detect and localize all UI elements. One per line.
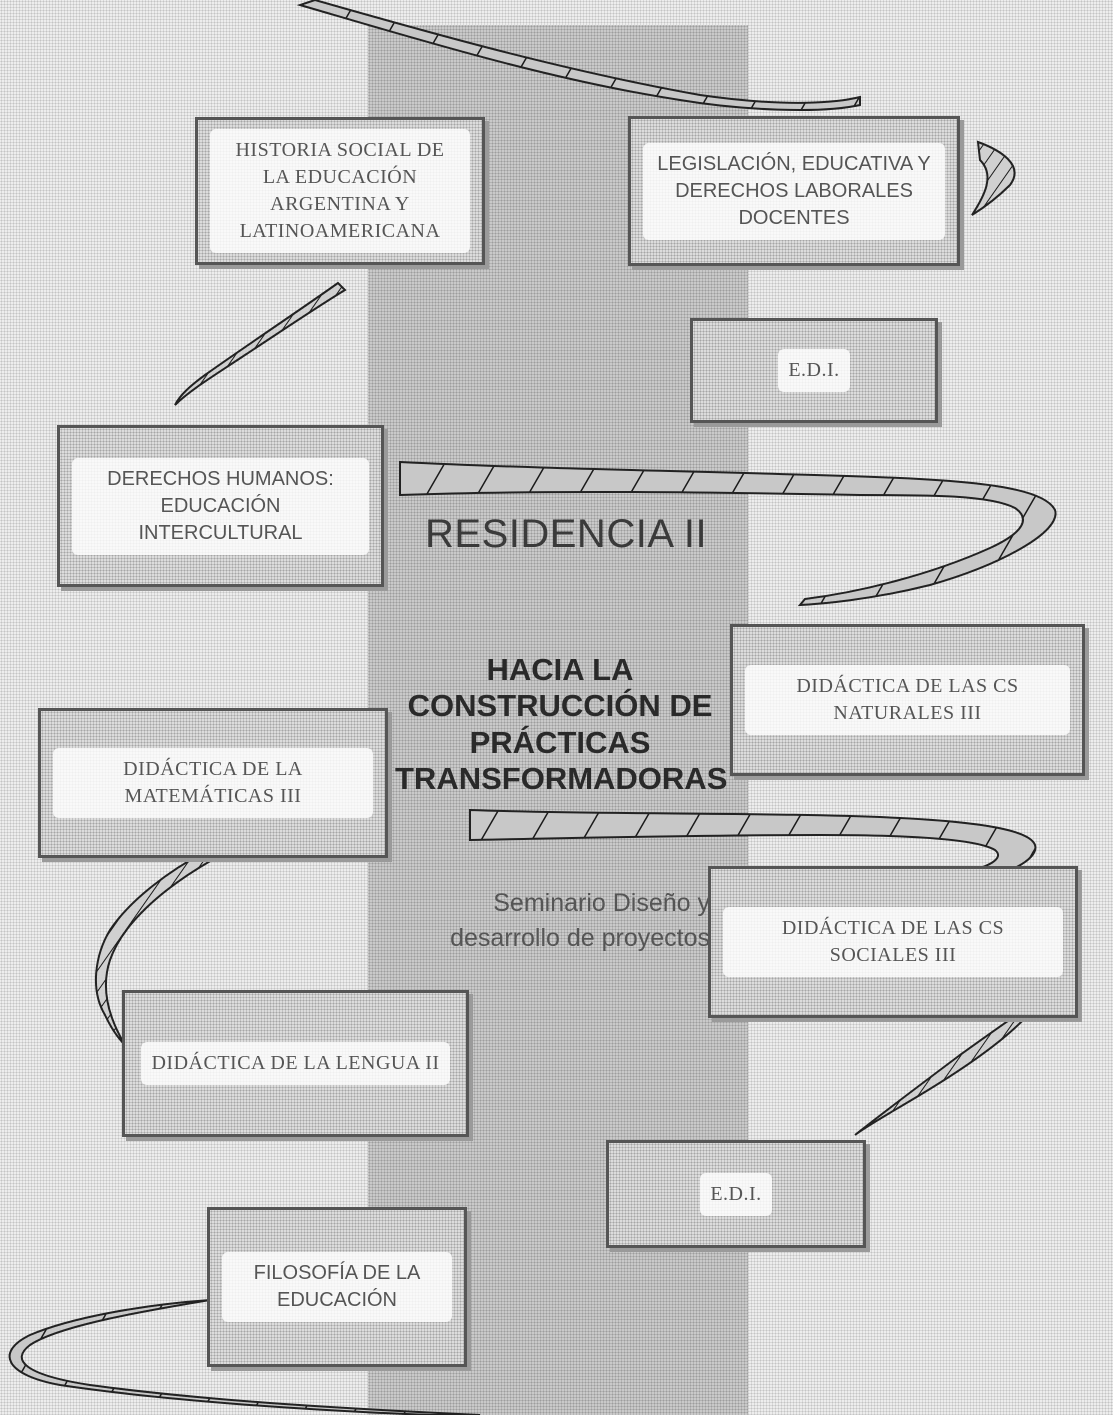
label-lengua: DIDÁCTICA DE LA LENGUA II (141, 1042, 450, 1085)
box-historia: HISTORIA SOCIAL DE LA EDUCACIÓN ARGENTIN… (195, 117, 485, 265)
label-edi-top: E.D.I. (778, 349, 850, 392)
ribbon-middle (399, 460, 1057, 607)
box-matematicas: DIDÁCTICA DE LA MATEMÁTICAS III (38, 708, 388, 858)
label-matematicas: DIDÁCTICA DE LA MATEMÁTICAS III (53, 748, 373, 818)
box-edi-top: E.D.I. (690, 318, 938, 423)
ribbon-bottom (8, 1299, 481, 1415)
label-edi-bottom: E.D.I. (700, 1172, 772, 1216)
subtitle-practicas: HACIA LA CONSTRUCCIÓN DE PRÁCTICAS TRANS… (395, 652, 728, 796)
ribbon-left-upper (174, 281, 347, 406)
box-naturales: DIDÁCTICA DE LAS CS NATURALES III (730, 624, 1085, 776)
label-historia: HISTORIA SOCIAL DE LA EDUCACIÓN ARGENTIN… (210, 129, 470, 253)
ribbon-top (296, 0, 1016, 216)
box-sociales: DIDÁCTICA DE LAS CS SOCIALES III (708, 866, 1078, 1018)
label-naturales: DIDÁCTICA DE LAS CS NATURALES III (745, 665, 1070, 735)
box-lengua: DIDÁCTICA DE LA LENGUA II (122, 990, 469, 1137)
ribbon-left-lower (94, 850, 214, 1046)
box-filosofia: FILOSOFÍA DE LA EDUCACIÓN (207, 1207, 467, 1367)
label-legislacion: LEGISLACIÓN, EDUCATIVA Y DERECHOS LABORA… (643, 142, 945, 240)
label-derechos: DERECHOS HUMANOS: EDUCACIÓN INTERCULTURA… (72, 457, 369, 555)
residencia-title: RESIDENCIA II (425, 512, 708, 556)
seminario-text: Seminario Diseño y desarrollo de proyect… (450, 889, 710, 952)
label-sociales: DIDÁCTICA DE LAS CS SOCIALES III (723, 907, 1063, 977)
box-derechos: DERECHOS HUMANOS: EDUCACIÓN INTERCULTURA… (57, 425, 384, 587)
box-edi-bottom: E.D.I. (606, 1140, 866, 1248)
box-legislacion: LEGISLACIÓN, EDUCATIVA Y DERECHOS LABORA… (628, 116, 960, 266)
label-filosofia: FILOSOFÍA DE LA EDUCACIÓN (222, 1252, 452, 1322)
